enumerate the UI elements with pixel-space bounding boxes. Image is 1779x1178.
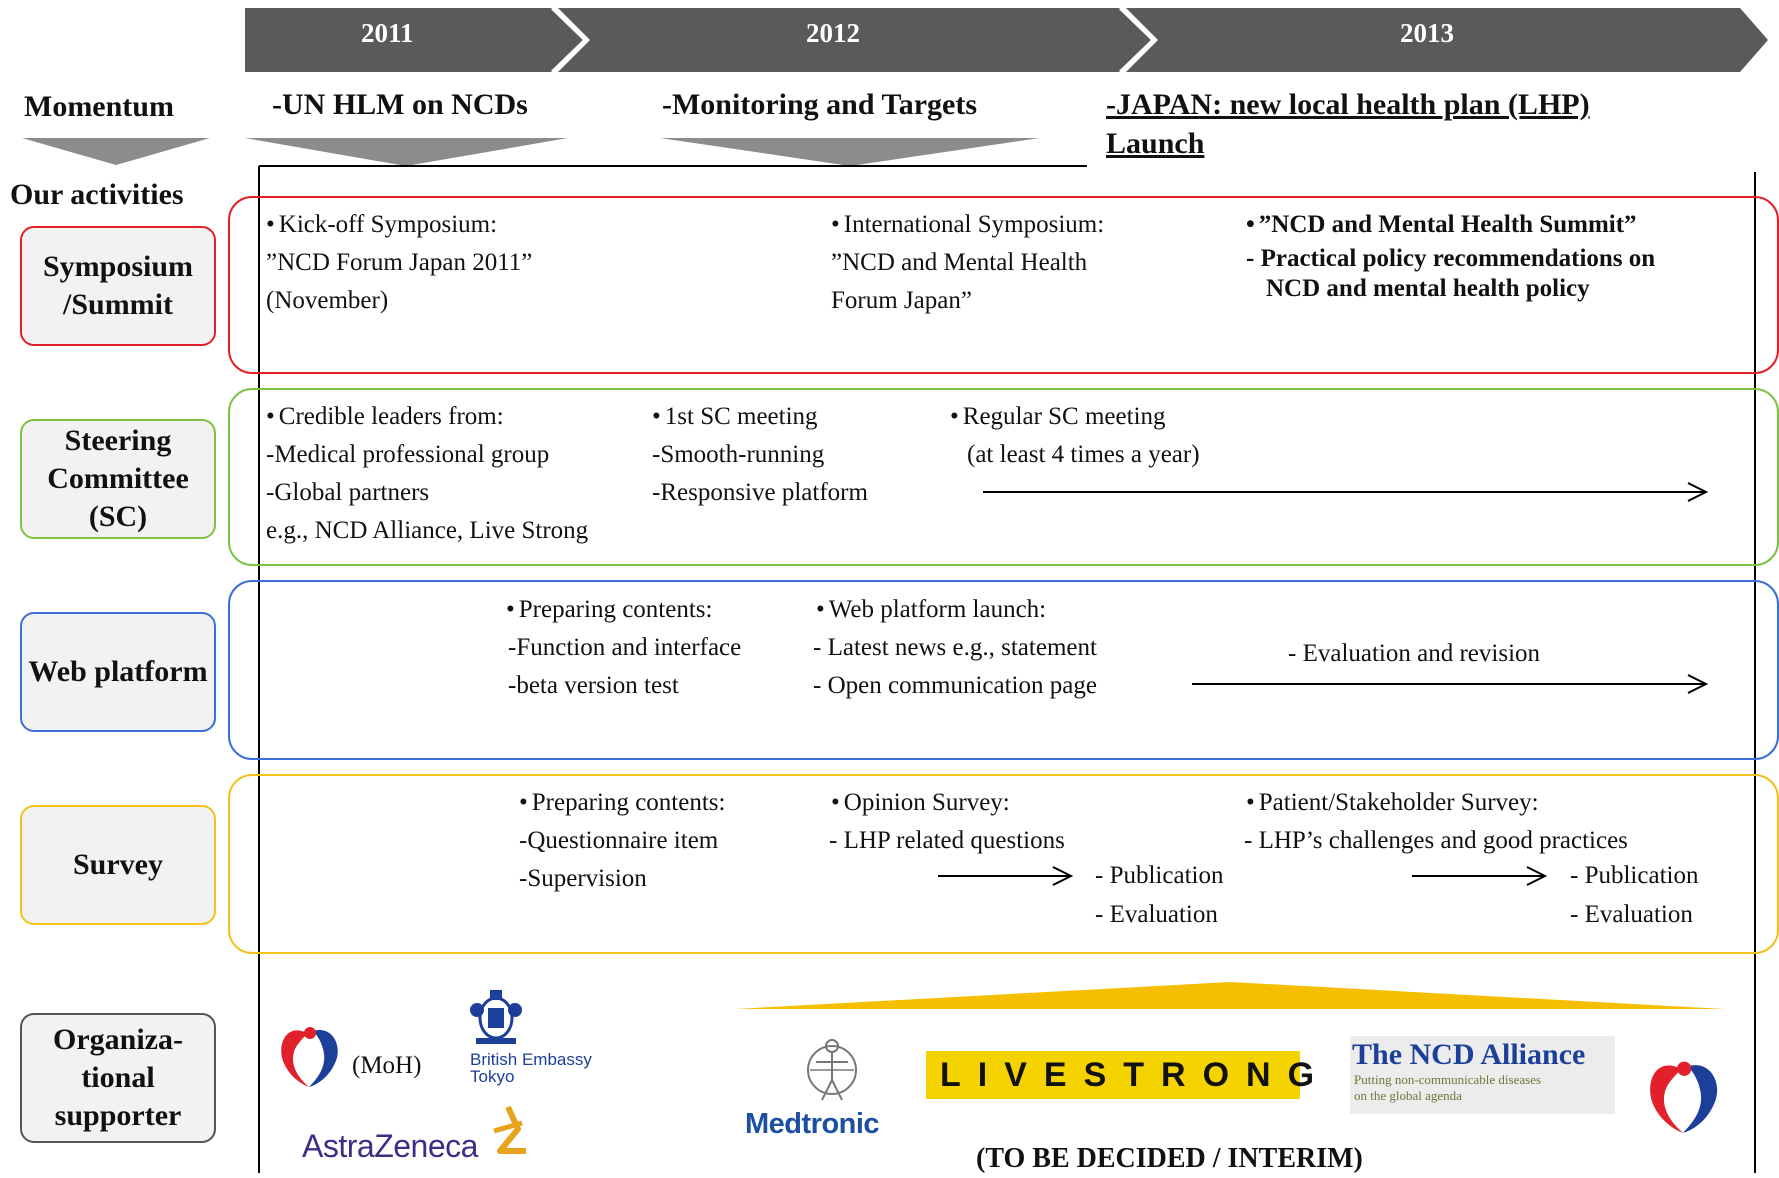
- ncd-alliance-title: The NCD Alliance: [1352, 1038, 1586, 1071]
- ncd-alliance-sub-2: on the global agenda: [1354, 1088, 1462, 1103]
- survey-2011-line-2: -Supervision: [519, 865, 647, 892]
- sc-2011-title: Credible leaders from:: [266, 398, 504, 436]
- row-web-platform: [228, 580, 1779, 760]
- year-banner-2013: [1126, 8, 1768, 72]
- symposium-2011-name: ”NCD Forum Japan 2011”: [266, 249, 533, 276]
- survey-2013-title: Patient/Stakeholder Survey:: [1246, 784, 1539, 822]
- year-2012: 2012: [806, 18, 860, 48]
- livestrong-logo-box: [926, 1051, 1300, 1099]
- symposium-2013-title: ”NCD and Mental Health Summit”: [1246, 206, 1637, 244]
- web-2012-line-1: - Latest news e.g., statement: [813, 634, 1097, 661]
- row-survey: [228, 774, 1779, 954]
- our-activities-label: Our activities: [10, 178, 184, 211]
- british-embassy-crest-icon: [470, 990, 522, 1044]
- survey-2013-publication: - Publication: [1570, 862, 1699, 889]
- moh-label: (MoH): [352, 1052, 422, 1079]
- british-embassy-text-1: British Embassy: [470, 1050, 592, 1069]
- survey-2013-evaluation: - Evaluation: [1570, 901, 1693, 928]
- row-steering-committee: [228, 388, 1779, 566]
- year-2011: 2011: [361, 18, 414, 48]
- year-banner-2012: [558, 8, 1153, 72]
- moh-logo-right-icon: [1650, 1061, 1718, 1133]
- category-organizational-supporter: Organiza- tional supporter: [20, 1013, 216, 1143]
- web-2011-title: Preparing contents:: [506, 591, 713, 629]
- momentum-launch: Launch: [1106, 127, 1205, 160]
- year-banner-2011: [245, 8, 585, 72]
- astrazeneca-symbol-icon: [493, 1105, 526, 1154]
- british-embassy-text-2: Tokyo: [470, 1067, 515, 1086]
- astrazeneca-logo: AstraZeneca: [302, 1128, 478, 1164]
- sc-2013-line-1: (at least 4 times a year): [967, 441, 1200, 468]
- year-2013: 2013: [1400, 18, 1454, 48]
- sc-2011-line-1: -Medical professional group: [266, 441, 550, 468]
- ncd-alliance-sub-1: Putting non-communicable diseases: [1354, 1072, 1542, 1087]
- web-2011-line-2: -beta version test: [508, 672, 679, 699]
- symposium-2013-sub-2: NCD and mental health policy: [1266, 275, 1590, 302]
- symposium-2012-title: International Symposium:: [831, 206, 1104, 244]
- category-survey: Survey: [20, 805, 216, 925]
- momentum-arrow-2011: [245, 138, 568, 166]
- sc-2011-line-3: e.g., NCD Alliance, Live Strong: [266, 517, 589, 544]
- momentum-arrow-2012: [660, 138, 1040, 166]
- symposium-2011-date: (November): [266, 287, 389, 314]
- sc-2011-line-2: -Global partners: [266, 479, 430, 506]
- supporters-tbd-note: (TO BE DECIDED / INTERIM): [976, 1143, 1363, 1174]
- web-2012-title: Web platform launch:: [816, 591, 1046, 629]
- sc-2012-line-2: -Responsive platform: [652, 479, 868, 506]
- survey-2012-evaluation: - Evaluation: [1095, 901, 1218, 928]
- symposium-2012-name-2: Forum Japan”: [831, 287, 972, 314]
- sc-2013-title: Regular SC meeting: [950, 398, 1166, 436]
- web-2011-line-1: -Function and interface: [508, 634, 742, 661]
- web-2013-line: - Evaluation and revision: [1288, 640, 1541, 667]
- row-symposium: [228, 196, 1779, 374]
- survey-2011-line-1: -Questionnaire item: [519, 827, 719, 854]
- ncd-alliance-logo-box: [1350, 1036, 1615, 1114]
- web-2012-line-2: - Open communication page: [813, 672, 1097, 699]
- sc-2012-title: 1st SC meeting: [652, 398, 818, 436]
- symposium-2012-name-1: ”NCD and Mental Health: [831, 249, 1088, 276]
- momentum-label: Momentum: [24, 90, 174, 123]
- category-web-platform: Web platform: [20, 612, 216, 732]
- category-symposium: Symposium /Summit: [20, 226, 216, 346]
- livestrong-logo: LIVESTRONG: [940, 1056, 1332, 1094]
- survey-2012-publication: - Publication: [1095, 862, 1224, 889]
- survey-2013-line-1: - LHP’s challenges and good practices: [1244, 827, 1628, 854]
- medtronic-figure-icon: [807, 1039, 857, 1101]
- momentum-un-hlm: -UN HLM on NCDs: [272, 88, 528, 121]
- category-steering-committee: Steering Committee (SC): [20, 419, 216, 539]
- survey-2011-title: Preparing contents:: [519, 784, 726, 822]
- symposium-2011-title: Kick-off Symposium:: [266, 206, 497, 244]
- symposium-2013-sub-1: - Practical policy recommendations on: [1246, 245, 1656, 272]
- momentum-japan-lhp: -JAPAN: new local health plan (LHP): [1106, 88, 1590, 121]
- moh-logo-icon: [281, 1027, 338, 1087]
- survey-2012-line-1: - LHP related questions: [829, 827, 1065, 854]
- survey-2012-title: Opinion Survey:: [831, 784, 1010, 822]
- sc-2012-line-1: -Smooth-running: [652, 441, 825, 468]
- momentum-monitoring: -Monitoring and Targets: [662, 88, 978, 121]
- supporter-wedge: [735, 982, 1725, 1009]
- momentum-arrow-left: [22, 138, 210, 165]
- medtronic-logo: Medtronic: [745, 1108, 880, 1140]
